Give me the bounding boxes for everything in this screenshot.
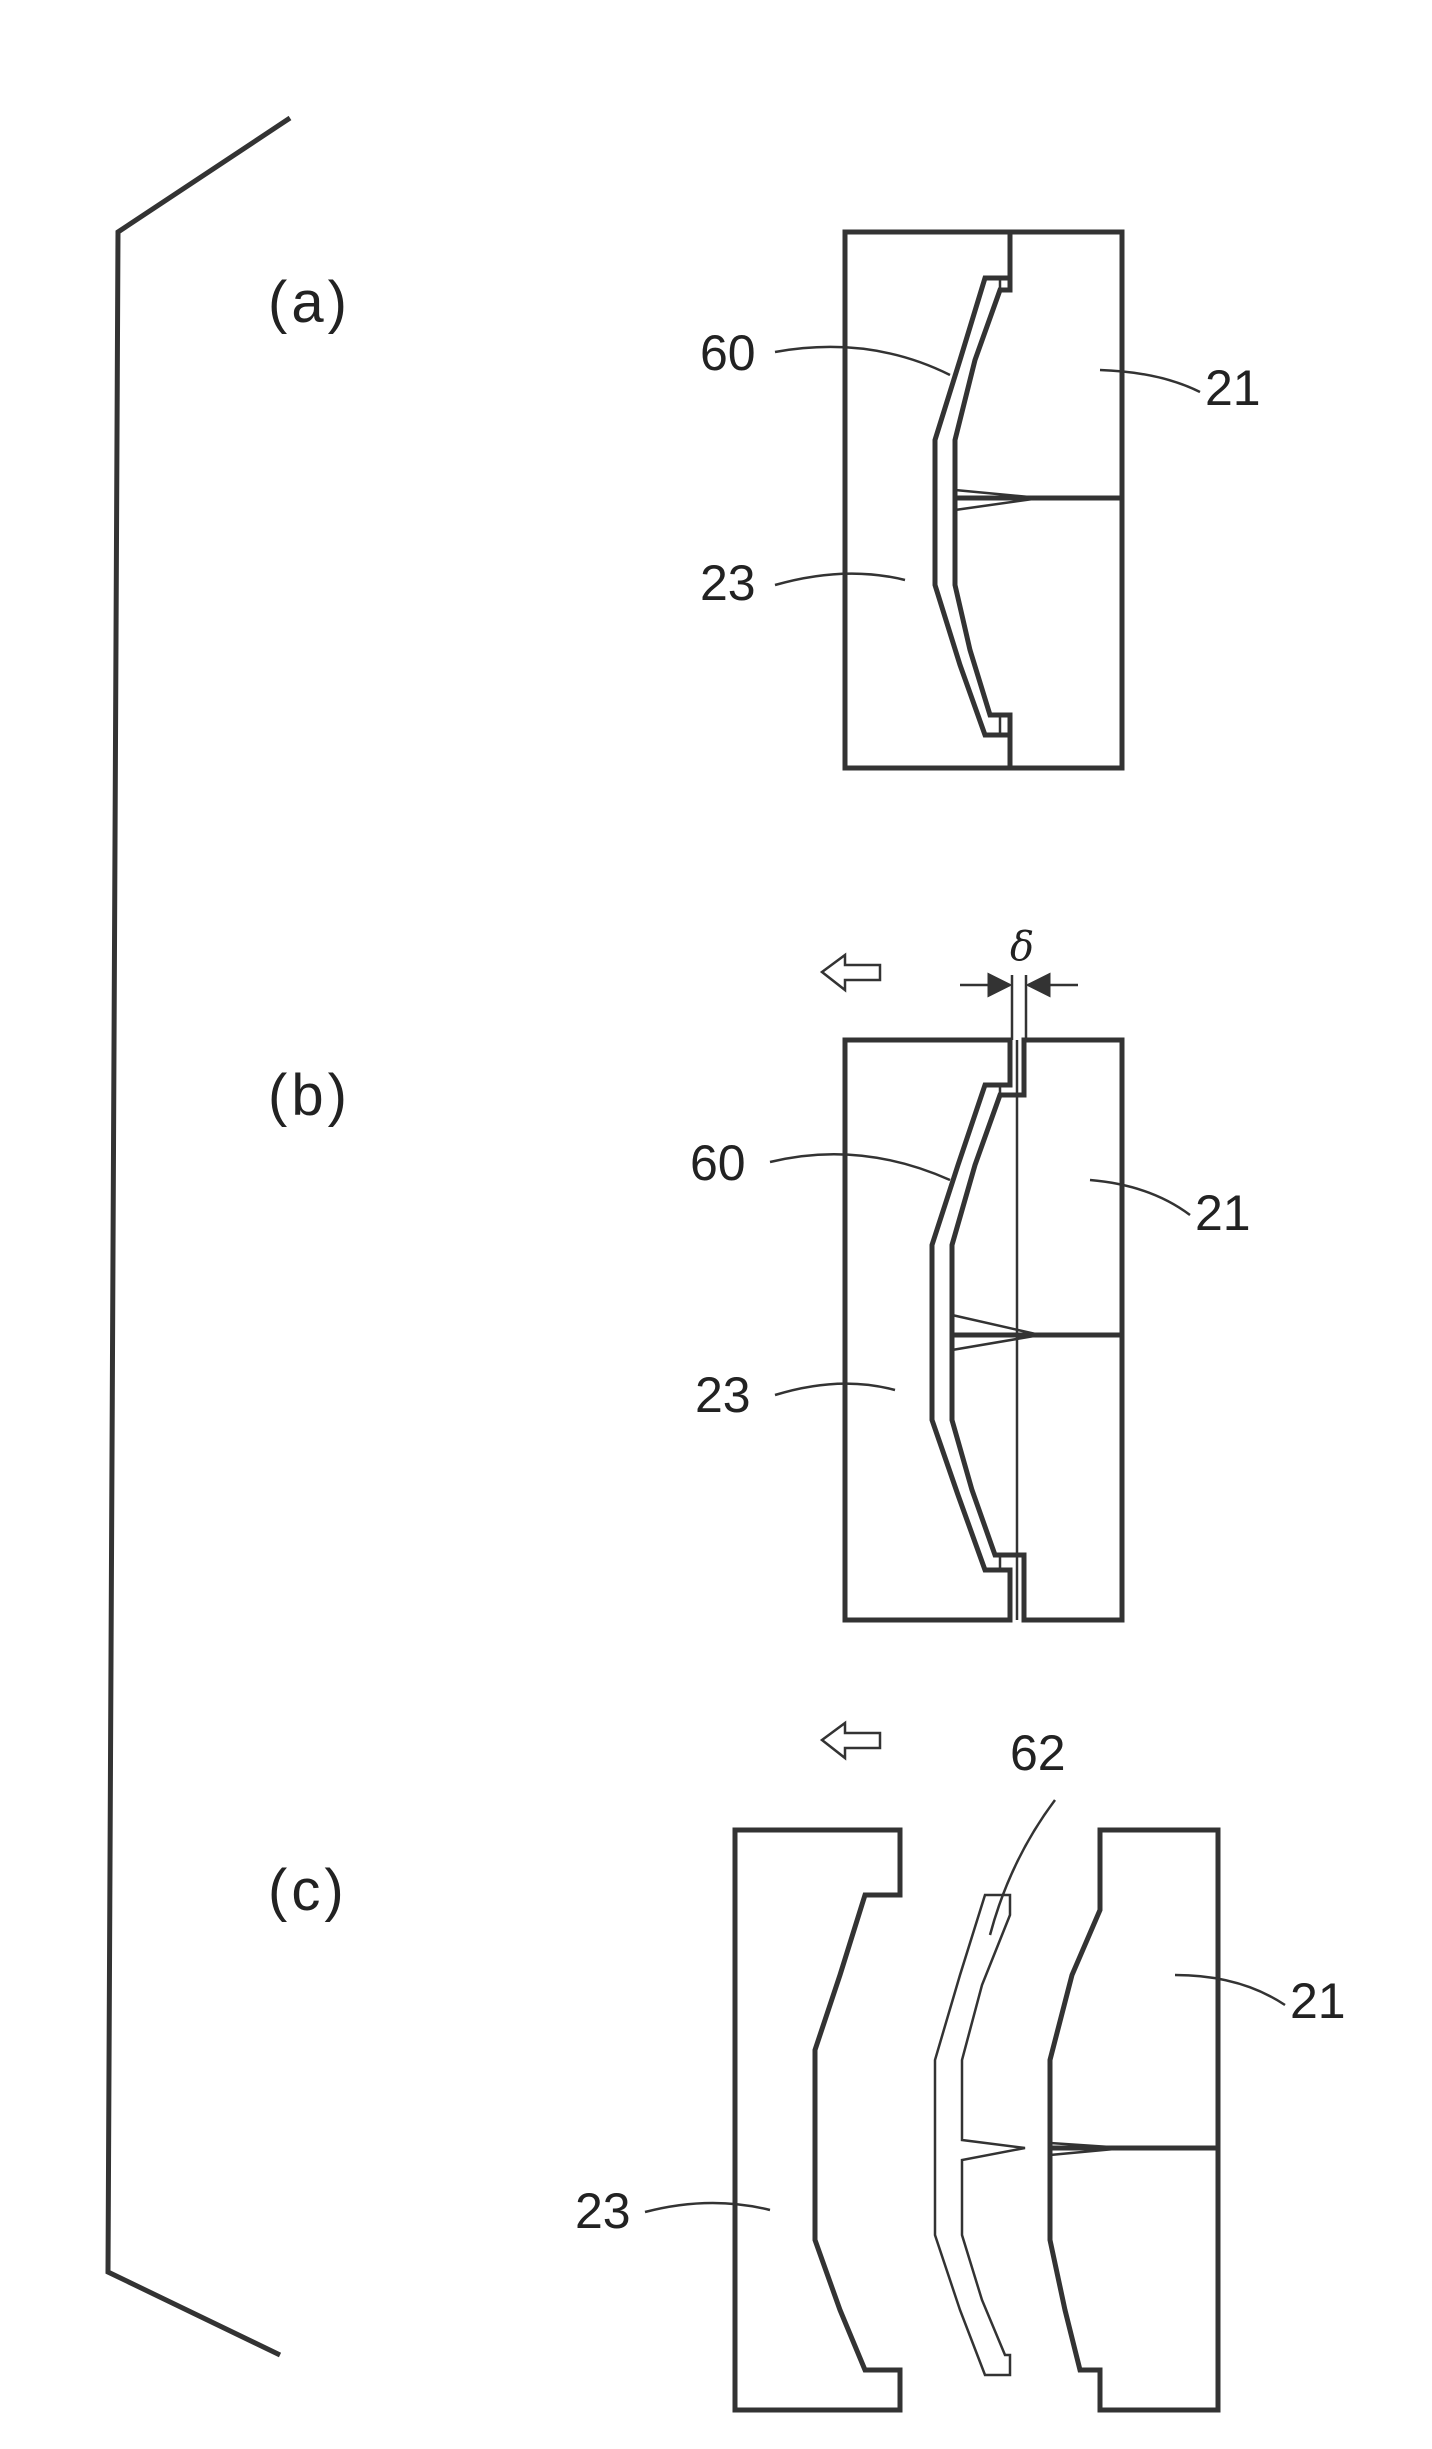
ref-60-b: 60 <box>690 1135 746 1191</box>
leader-60-b <box>770 1154 950 1180</box>
leader-62-c <box>990 1800 1055 1935</box>
lens-60-b <box>932 1085 1000 1570</box>
mold-23-c <box>735 1830 900 2410</box>
leader-21-a <box>1100 370 1200 392</box>
mold-21-upper-c <box>1050 1830 1218 2148</box>
lens-60 <box>935 278 1000 735</box>
move-arrow-bottom-icon <box>822 1723 880 1758</box>
panel-c: (c) 62 21 23 <box>268 1725 1346 2410</box>
mold-21-lower-c <box>1050 2148 1218 2410</box>
leader-23-c <box>645 2203 770 2212</box>
leader-60-a <box>775 347 950 375</box>
leader-21-c <box>1175 1975 1285 2005</box>
panel-a-label: (a) <box>268 270 351 335</box>
panel-b-label: (b) <box>268 1063 351 1128</box>
ref-23-a: 23 <box>700 555 756 611</box>
ref-21-b: 21 <box>1195 1185 1251 1241</box>
ref-21-c: 21 <box>1290 1973 1346 2029</box>
gap-symbol: δ <box>1010 924 1034 970</box>
leader-23-b <box>775 1384 895 1395</box>
leader-21-b <box>1090 1180 1190 1215</box>
ref-60-a: 60 <box>700 325 756 381</box>
mold-21-upper <box>955 232 1122 498</box>
mold-21-upper-b <box>952 1040 1122 1335</box>
panel-a: (a) 60 21 23 <box>268 232 1261 768</box>
ref-62-c: 62 <box>1010 1725 1066 1781</box>
figure-bracket <box>108 118 290 2355</box>
part-62 <box>935 1895 1025 2375</box>
move-arrow-top-icon <box>822 955 880 990</box>
panel-b: (b) δ 60 21 23 <box>268 924 1251 1758</box>
ref-21-a: 21 <box>1205 360 1261 416</box>
leader-23-a <box>775 574 905 585</box>
ref-23-b: 23 <box>695 1367 751 1423</box>
panel-c-label: (c) <box>268 1858 348 1923</box>
ref-23-c: 23 <box>575 2183 631 2239</box>
mold-21-lower-b <box>952 1335 1122 1620</box>
